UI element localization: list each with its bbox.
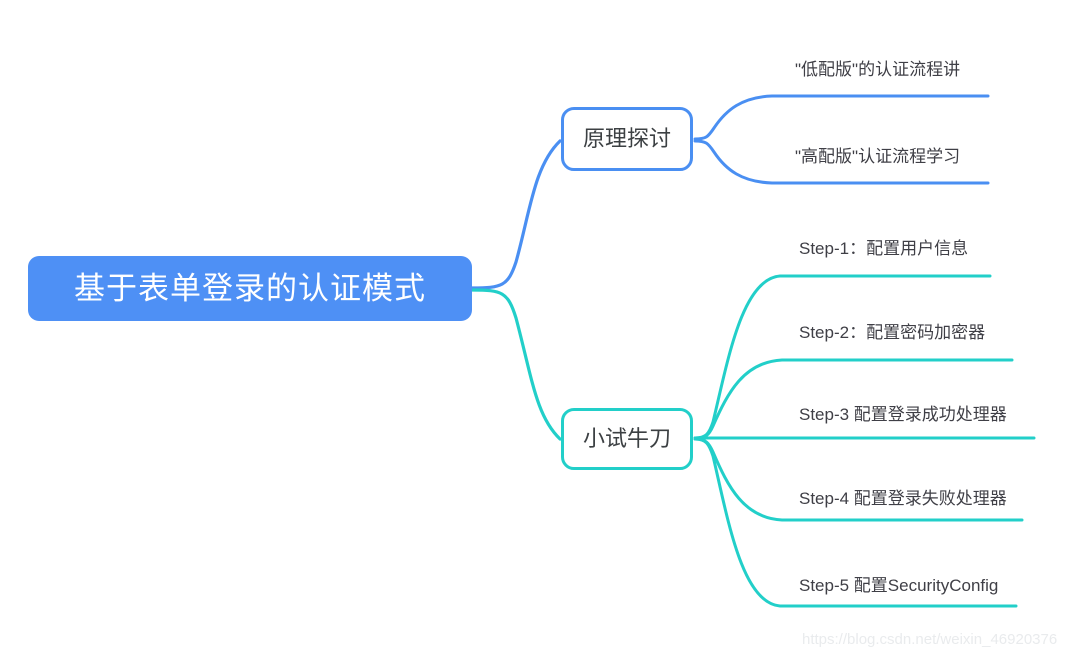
- root-node-label: 基于表单登录的认证模式: [74, 271, 426, 306]
- branch-node-principle[interactable]: 原理探讨: [561, 107, 693, 171]
- root-node[interactable]: 基于表单登录的认证模式: [28, 256, 472, 321]
- leaf-label-principle-1[interactable]: "低配版"的认证流程讲: [795, 60, 961, 79]
- connector-practice-leaf-2: [693, 358, 1014, 440]
- connector-principle-leaf-1: [693, 94, 990, 141]
- connector-root-to-principle: [470, 139, 562, 290]
- connector-root-to-practice: [470, 288, 562, 441]
- leaf-label-practice-3[interactable]: Step-3 配置登录成功处理器: [799, 405, 1007, 424]
- branch-node-principle-label: 原理探讨: [582, 126, 671, 151]
- leaf-label-practice-4[interactable]: Step-4 配置登录失败处理器: [799, 489, 1007, 508]
- watermark-text: https://blog.csdn.net/weixin_46920376: [802, 631, 1058, 648]
- leaf-label-practice-5[interactable]: Step-5 配置SecurityConfig: [799, 576, 999, 595]
- branch-node-practice-label: 小试牛刀: [582, 426, 671, 451]
- leaf-label-practice-2[interactable]: Step-2：配置密码加密器: [799, 323, 986, 342]
- branch-node-practice[interactable]: 小试牛刀: [561, 408, 693, 470]
- leaf-label-practice-1[interactable]: Step-1：配置用户信息: [799, 239, 969, 258]
- leaf-label-principle-2[interactable]: "高配版"认证流程学习: [795, 147, 961, 166]
